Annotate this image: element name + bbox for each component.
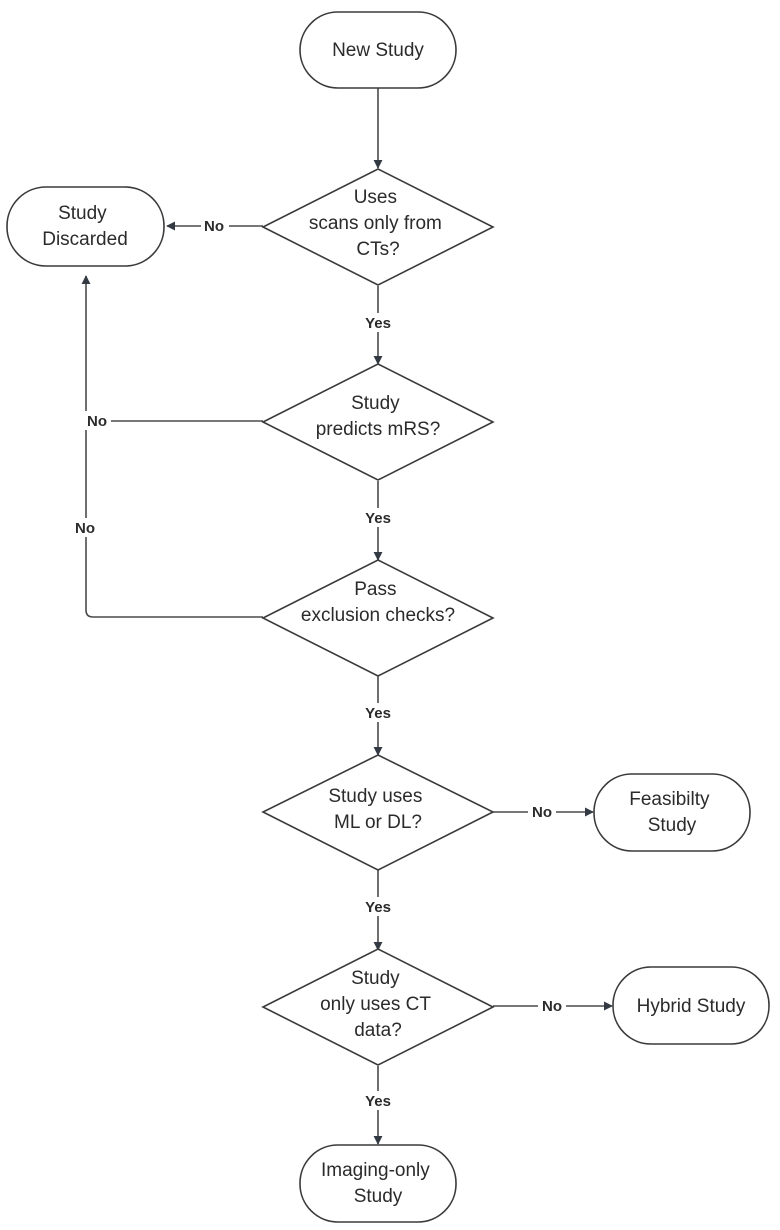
decision-uses-ct-scans-line-2: scans only from [309,213,442,234]
decision-only-ct-data: Study only uses CT data? [261,948,495,1066]
node-new-study: New Study [299,11,457,89]
decision-predicts-mrs: Study predicts mRS? [261,363,495,481]
decision-uses-ct-scans-line-3: CTs? [356,239,399,260]
svg-text:Study only uses CT: Study only uses CT data? [320,968,436,1041]
edge-label-mrs-yes: Yes [365,510,391,527]
svg-text:Study Discarded: Study Discarded [42,203,128,250]
decision-exclusion-checks: Pass exclusion checks? [261,559,495,677]
svg-text:Uses scans only from: Uses scans only from CTs? [309,187,447,260]
svg-text:Pass exclusion checks?: Pass exclusion checks? [301,579,455,626]
decision-only-ct-data-line-3: data? [354,1020,402,1041]
node-study-discarded-line-2: Discarded [42,229,128,250]
svg-text:Study predicts mRS?: Study predicts mRS? [316,393,441,440]
svg-text:Hybrid Study: Hybrid Study [637,996,746,1017]
decision-predicts-mrs-line-1: Study [351,393,400,414]
svg-text:Feasibilty Study: Feasibilty Study [629,789,715,836]
node-study-discarded-line-1: Study [58,203,107,224]
node-feasibility-study-line-1: Feasibilty [629,789,710,810]
edge-label-excl-no: No [75,520,95,537]
decision-exclusion-checks-line-2: exclusion checks? [301,605,455,626]
node-imaging-only-study-line-1: Imaging-only [321,1160,430,1181]
decision-uses-ct-scans-line-1: Uses [354,187,397,208]
decision-uses-ml-dl: Study uses ML or DL? [261,754,495,871]
node-hybrid-study-line-1: Hybrid Study [637,996,746,1017]
svg-text:New Study: New Study [332,40,424,61]
svg-text:Imaging-only Study: Imaging-only Study [321,1160,435,1207]
node-imaging-only-study: Imaging-only Study [299,1144,457,1223]
decision-only-ct-data-line-1: Study [351,968,400,989]
edge-labels: No Yes No No Yes Yes No Yes No Yes [71,216,566,1110]
node-new-study-line-1: New Study [332,40,424,61]
decision-uses-ml-dl-line-1: Study uses [328,786,422,807]
decision-only-ct-data-line-2: only uses CT [320,994,431,1015]
decision-predicts-mrs-line-2: predicts mRS? [316,419,441,440]
node-study-discarded: Study Discarded [6,186,165,267]
decision-uses-ml-dl-line-2: ML or DL? [334,812,422,833]
edge-label-ct-yes: Yes [365,315,391,332]
svg-text:Study uses ML or DL?: Study uses ML or DL? [328,786,427,833]
decision-uses-ct-scans: Uses scans only from CTs? [261,168,495,286]
edge-label-ml-no: No [532,804,552,821]
edge-label-ct-no: No [204,218,224,235]
node-feasibility-study-line-2: Study [648,815,697,836]
edge-label-ml-yes: Yes [365,899,391,916]
decision-exclusion-checks-line-1: Pass [354,579,396,600]
node-imaging-only-study-line-2: Study [354,1186,403,1207]
edge-excl-no [81,275,263,618]
edge-label-ctdata-yes: Yes [365,1093,391,1110]
edge-label-excl-yes: Yes [365,705,391,722]
edge-label-ctdata-no: No [542,998,562,1015]
edge-label-mrs-no: No [87,413,107,430]
node-hybrid-study: Hybrid Study [612,966,770,1045]
node-feasibility-study: Feasibilty Study [593,773,751,852]
